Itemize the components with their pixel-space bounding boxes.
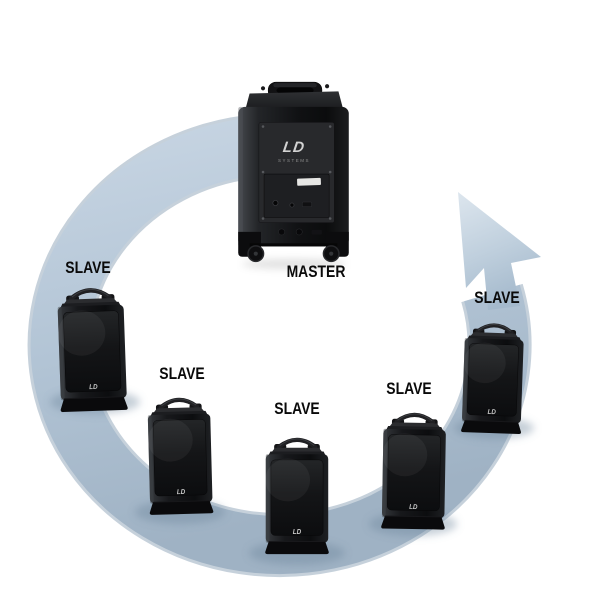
master-label: MASTER xyxy=(286,262,346,281)
brand-logo: LD xyxy=(292,528,302,536)
brand-logo: LD xyxy=(281,139,306,157)
brand-logo: LD xyxy=(176,488,186,497)
slave-label-4: SLAVE xyxy=(386,379,432,398)
brand-sub-logo: SYSTEMS xyxy=(277,158,310,164)
slave-label-5: SLAVE xyxy=(474,288,520,307)
slave-label-1: SLAVE xyxy=(65,258,111,277)
arrowhead-icon xyxy=(458,192,541,310)
slave-label-2: SLAVE xyxy=(159,364,205,383)
brand-logo: LD xyxy=(409,503,418,512)
slave-speaker-3: LD xyxy=(262,431,332,555)
master-speaker: LD SYSTEMS xyxy=(234,79,353,265)
slave-speaker-4: LD xyxy=(378,405,450,530)
slave-speaker-5: LD xyxy=(458,316,528,436)
slave-speaker-1: LD xyxy=(53,280,132,414)
slave-speaker-2: LD xyxy=(143,390,216,516)
slave-label-3: SLAVE xyxy=(274,399,320,418)
brand-logo: LD xyxy=(89,384,98,392)
brand-logo: LD xyxy=(487,409,497,417)
